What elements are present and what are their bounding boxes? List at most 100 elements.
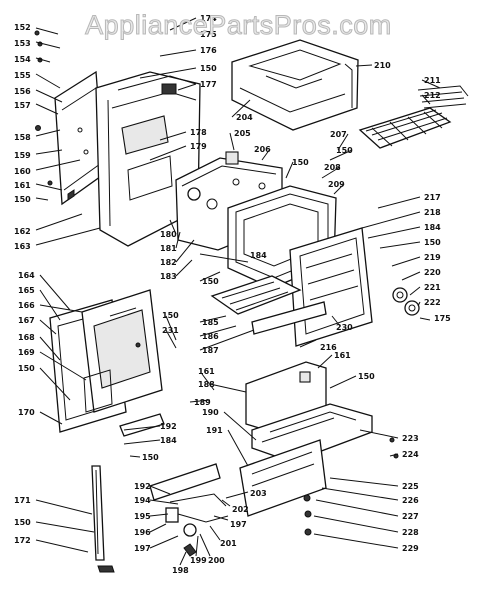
callout-150: 150 [200, 64, 217, 73]
callout-150: 150 [18, 364, 35, 373]
callout-168: 168 [18, 333, 35, 342]
callout-184: 184 [160, 436, 177, 445]
drawer-panel-190 [251, 403, 373, 463]
callout-184: 184 [424, 223, 441, 232]
callout-217: 217 [424, 193, 441, 202]
callout-171: 171 [14, 496, 31, 505]
callout-200: 200 [208, 556, 225, 565]
callout-174: 174 [200, 14, 217, 23]
callout-228: 228 [402, 528, 419, 537]
callout-211: 211 [424, 76, 441, 85]
knob-222 [404, 300, 420, 316]
callout-223: 223 [402, 434, 419, 443]
callout-179: 179 [190, 142, 207, 151]
callout-199: 199 [190, 556, 207, 565]
callout-221: 221 [424, 283, 441, 292]
callout-190: 190 [202, 408, 219, 417]
callout-150: 150 [202, 277, 219, 286]
callout-154: 154 [14, 55, 31, 64]
callout-195: 195 [134, 512, 151, 521]
watermark: AppliancePartsPros.com [85, 10, 392, 41]
callout-150: 150 [358, 372, 375, 381]
back-frame-163 [95, 71, 201, 247]
callout-202: 202 [232, 505, 249, 514]
callout-178: 178 [190, 128, 207, 137]
callout-155: 155 [14, 71, 31, 80]
callout-205: 205 [234, 129, 251, 138]
callout-150: 150 [142, 453, 159, 462]
callout-191: 191 [206, 426, 223, 435]
callout-162: 162 [14, 227, 31, 236]
callout-210: 210 [374, 61, 391, 70]
callout-156: 156 [14, 87, 31, 96]
callout-177: 177 [200, 80, 217, 89]
callout-184: 184 [250, 251, 267, 260]
door-trim-192 [119, 413, 165, 437]
callout-187: 187 [202, 346, 219, 355]
callout-161: 161 [198, 367, 215, 376]
callout-207: 207 [330, 130, 347, 139]
callout-150: 150 [424, 238, 441, 247]
callout-189: 189 [194, 398, 211, 407]
screws [34, 30, 399, 536]
callout-161: 161 [334, 351, 351, 360]
callout-161: 161 [14, 181, 31, 190]
callout-150: 150 [162, 311, 179, 320]
callout-206: 206 [254, 145, 271, 154]
callout-229: 229 [402, 544, 419, 553]
callout-194: 194 [134, 496, 151, 505]
leader-lines [35, 17, 441, 566]
part-callouts: 152 153 154 155 156 157 158 159 160 161 … [14, 14, 451, 575]
callout-170: 170 [18, 408, 35, 417]
callout-218: 218 [424, 208, 441, 217]
callout-226: 226 [402, 496, 419, 505]
callout-188: 188 [198, 380, 215, 389]
callout-197: 197 [134, 544, 151, 553]
callout-150: 150 [292, 158, 309, 167]
oven-door-inner-166 [81, 289, 163, 413]
rack-211 [417, 85, 469, 109]
callout-197: 197 [230, 520, 247, 529]
callout-209: 209 [328, 180, 345, 189]
callout-192: 192 [134, 482, 151, 491]
callout-165: 165 [18, 286, 35, 295]
callout-157: 157 [14, 101, 31, 110]
callout-196: 196 [134, 528, 151, 537]
callout-150: 150 [14, 518, 31, 527]
broiler-pan-185 [210, 275, 302, 315]
knob-221 [392, 287, 408, 303]
oven-rack-212 [358, 107, 452, 149]
callout-167: 167 [18, 316, 35, 325]
callout-225: 225 [402, 482, 419, 491]
callout-175: 175 [434, 314, 451, 323]
callout-203: 203 [250, 489, 267, 498]
callout-182: 182 [160, 258, 177, 267]
callout-172: 172 [14, 536, 31, 545]
callout-222: 222 [424, 298, 441, 307]
burner-tube-171 [91, 465, 115, 573]
callout-219: 219 [424, 253, 441, 262]
top-cover-210 [231, 39, 359, 131]
callout-231: 231 [162, 326, 179, 335]
callout-159: 159 [14, 151, 31, 160]
callout-152: 152 [14, 23, 31, 32]
callout-163: 163 [14, 242, 31, 251]
callout-227: 227 [402, 512, 419, 521]
callout-150: 150 [336, 146, 353, 155]
callout-198: 198 [172, 566, 189, 575]
callout-183: 183 [160, 272, 177, 281]
callout-212: 212 [424, 91, 441, 100]
callout-201: 201 [220, 539, 237, 548]
callout-185: 185 [202, 318, 219, 327]
callout-204: 204 [236, 113, 253, 122]
door-glass-169 [83, 369, 113, 413]
drawer-front-225 [149, 463, 221, 501]
callout-164: 164 [18, 271, 35, 280]
callout-186: 186 [202, 332, 219, 341]
callout-158: 158 [14, 133, 31, 142]
callout-224: 224 [402, 450, 419, 459]
callout-192: 192 [160, 422, 177, 431]
callout-166: 166 [18, 301, 35, 310]
callout-176: 176 [200, 46, 217, 55]
